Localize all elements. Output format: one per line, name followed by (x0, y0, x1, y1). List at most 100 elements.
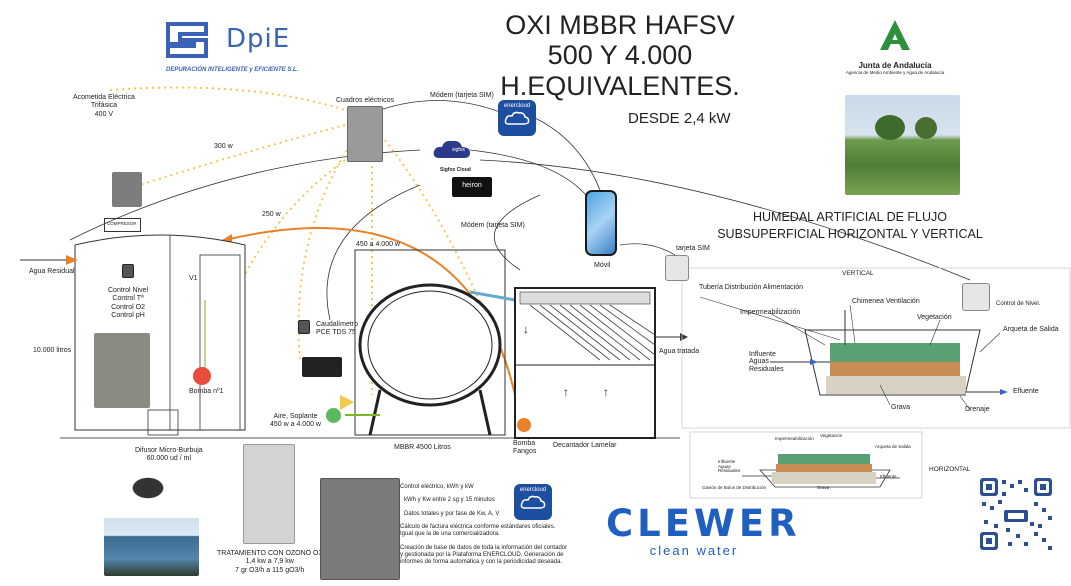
mbbr-stand-right (478, 389, 492, 436)
enercloud-logo-bottom: enercloud (514, 484, 552, 520)
wire-movil-sim (619, 243, 676, 256)
cuadros-label: Cuadros eléctricos (336, 97, 394, 104)
h-influente-label: Influente Aguas Residuales (718, 459, 741, 474)
compressor-label: COMPRESOR (107, 221, 137, 226)
junta-name: Junta de Andalucía (858, 61, 932, 70)
arqueta-salida-label: Arqueta de Salida (1003, 326, 1059, 333)
tuberia-label: Tubería Distribución Alimentación (699, 284, 804, 291)
cuadros-photo (347, 106, 383, 162)
wire-modem-mid2 (493, 194, 541, 271)
lamella-plates (529, 304, 656, 361)
junta-logo: Junta de Andalucía Agencia de Medio Ambi… (840, 18, 950, 75)
wetland-panel-frame (681, 267, 1071, 429)
chimenea-label: Chimenea Ventilación (852, 298, 920, 305)
diffuser-photo (94, 333, 150, 408)
modem-top-label: Módem (tarjeta SIM) (430, 92, 494, 99)
info-item-3: Datos totales y por fase de Kw, A, V (404, 510, 500, 517)
caudalimetro-sensor-icon (298, 320, 310, 334)
grava-label: Grava (891, 404, 911, 411)
wire-sigfox-movil (469, 149, 591, 201)
sigfox-label: Sigfox Cloud (440, 167, 471, 173)
power-subtitle: DESDE 2,4 kW (628, 110, 731, 127)
bomba1-icon (193, 367, 211, 385)
w250-label: 250 w (262, 211, 281, 218)
lake-installation-photo (104, 518, 199, 576)
lamella-arrow-up-2: ↑ (603, 385, 609, 399)
humedal-title-line2: SUBSUPERFICIAL HORIZONTAL Y VERTICAL (717, 226, 983, 241)
heiron-label: heiron (462, 182, 482, 189)
tank-sump (147, 409, 179, 436)
control-nivel-wetland-label: Control de Nivel. (996, 301, 1041, 307)
mbbr-label: MBBR 4500 Litros (394, 444, 451, 451)
tarjeta-sim-label: tarjeta SIM (676, 245, 710, 252)
level-sensor-icon (122, 264, 134, 278)
dpie-logo-name: DpiE (226, 24, 291, 54)
bomba-fangos-label: Bomba Fangos (513, 440, 537, 456)
junta-agency: Agencia de Medio Ambiente y Agua de Anda… (845, 70, 945, 75)
lamella-top-grid (519, 291, 651, 305)
air-arrow (340, 395, 354, 410)
mbbr-stand-left (368, 389, 382, 436)
w450-label: 450 a 4.000 w (356, 241, 400, 248)
soplante-icon (326, 408, 341, 423)
wetland-photo (845, 95, 960, 195)
decantador-label: Decantador Lamelar (553, 442, 617, 449)
sim-sensor-icon (665, 255, 689, 281)
wire-cuadros-enercloud (379, 100, 501, 113)
enercloud-label-bottom: enercloud (519, 487, 547, 493)
impermeabilizacion-label: Impermeabilización (740, 309, 801, 316)
sigfox-badge: sigfox (452, 147, 466, 153)
h-arqueta-label: Arqueta de Salida (875, 444, 911, 449)
tank-inner-compartment (199, 254, 241, 431)
lamella-arrow-up-1: ↑ (563, 385, 569, 399)
energy-meter-photo (320, 478, 400, 580)
ozono-label: TRATAMIENTO CON OZONO O3 1,4 kw a 7,9 kw… (217, 550, 323, 574)
clewer-name: CLEWER (606, 502, 801, 545)
horizontal-label: HORIZONTAL (929, 466, 971, 473)
info-list: Control eléctrico, kWh y kW kWh y Kw ent… (400, 484, 570, 567)
diffuser-hose-photo (118, 468, 178, 508)
mbbr-rim (367, 290, 493, 400)
movil-label: Móvil (594, 262, 611, 269)
vertical-label: VERTICAL (842, 270, 874, 277)
caudalimetro-label: Caudalímetro PCE TDS 75 (316, 321, 359, 337)
main-title-line2: 500 Y 4.000 H.EQUIVALENTES. (500, 40, 740, 101)
enercloud-label-top: enercloud (503, 103, 531, 109)
main-title-line1: OXI MBBR HAFSV (505, 10, 735, 40)
control-nivel-label: Control Nivel Control Tª Control O2 Cont… (108, 287, 149, 320)
litros-label: 10.000 litros (33, 347, 72, 354)
level-control-sensor-icon (962, 283, 990, 311)
w300-label: 300 w (214, 143, 233, 150)
h-gavion-label: Gavión de Bolos de Distribución (702, 485, 767, 490)
bomba1-label: Bomba nº1 (189, 388, 224, 395)
agua-tratada-label: Agua tratada (659, 348, 700, 355)
clewer-logo: CLEWER clean water (606, 502, 801, 558)
heiron-logo: heiron (452, 177, 492, 197)
mbbr-outlet (469, 290, 516, 302)
h-efluente-label: Efluente (880, 474, 897, 479)
bomba-fangos-icon (517, 418, 531, 432)
wetland-vertical-diagram (699, 296, 1008, 411)
cloud-icon-bottom (520, 495, 546, 509)
info-item-5: Creación de base de datos de toda la inf… (400, 544, 568, 566)
modem-mid-label: Módem (tarjeta SIM) (461, 222, 525, 229)
info-item-4: Cálculo de factura eléctrica conforme es… (400, 523, 556, 538)
power-line-300w (139, 124, 346, 186)
compressor-box (104, 218, 141, 232)
wire-movil-wetland (479, 159, 971, 281)
mobile-phone-icon (585, 190, 617, 256)
junta-emblem-icon (880, 20, 910, 50)
aire-soplante-label: Aire, Soplante 450 w a 4.000 w (270, 413, 321, 429)
info-item-1: Control eléctrico, kWh y kW (400, 484, 474, 490)
vegetacion-label: Vegetación (917, 314, 952, 321)
treated-water-arrow (680, 333, 688, 341)
dpie-logo-tagline: DEPURACIÓN INTELIGENTE y EFICIENTE S.L. (166, 67, 299, 73)
v1-label: V1 (189, 275, 198, 282)
cloud-icon (504, 111, 530, 125)
clewer-tagline: clean water (649, 543, 739, 558)
qr-code-icon[interactable] (978, 476, 1054, 552)
compressor-photo (112, 172, 142, 207)
h-vegetacion-label: Vegetación (820, 433, 843, 438)
humedal-title: HUMEDAL ARTIFICIAL DE FLUJO SUBSUPERFICI… (700, 209, 1000, 243)
agua-residual-label: Agua Residual (29, 268, 75, 275)
